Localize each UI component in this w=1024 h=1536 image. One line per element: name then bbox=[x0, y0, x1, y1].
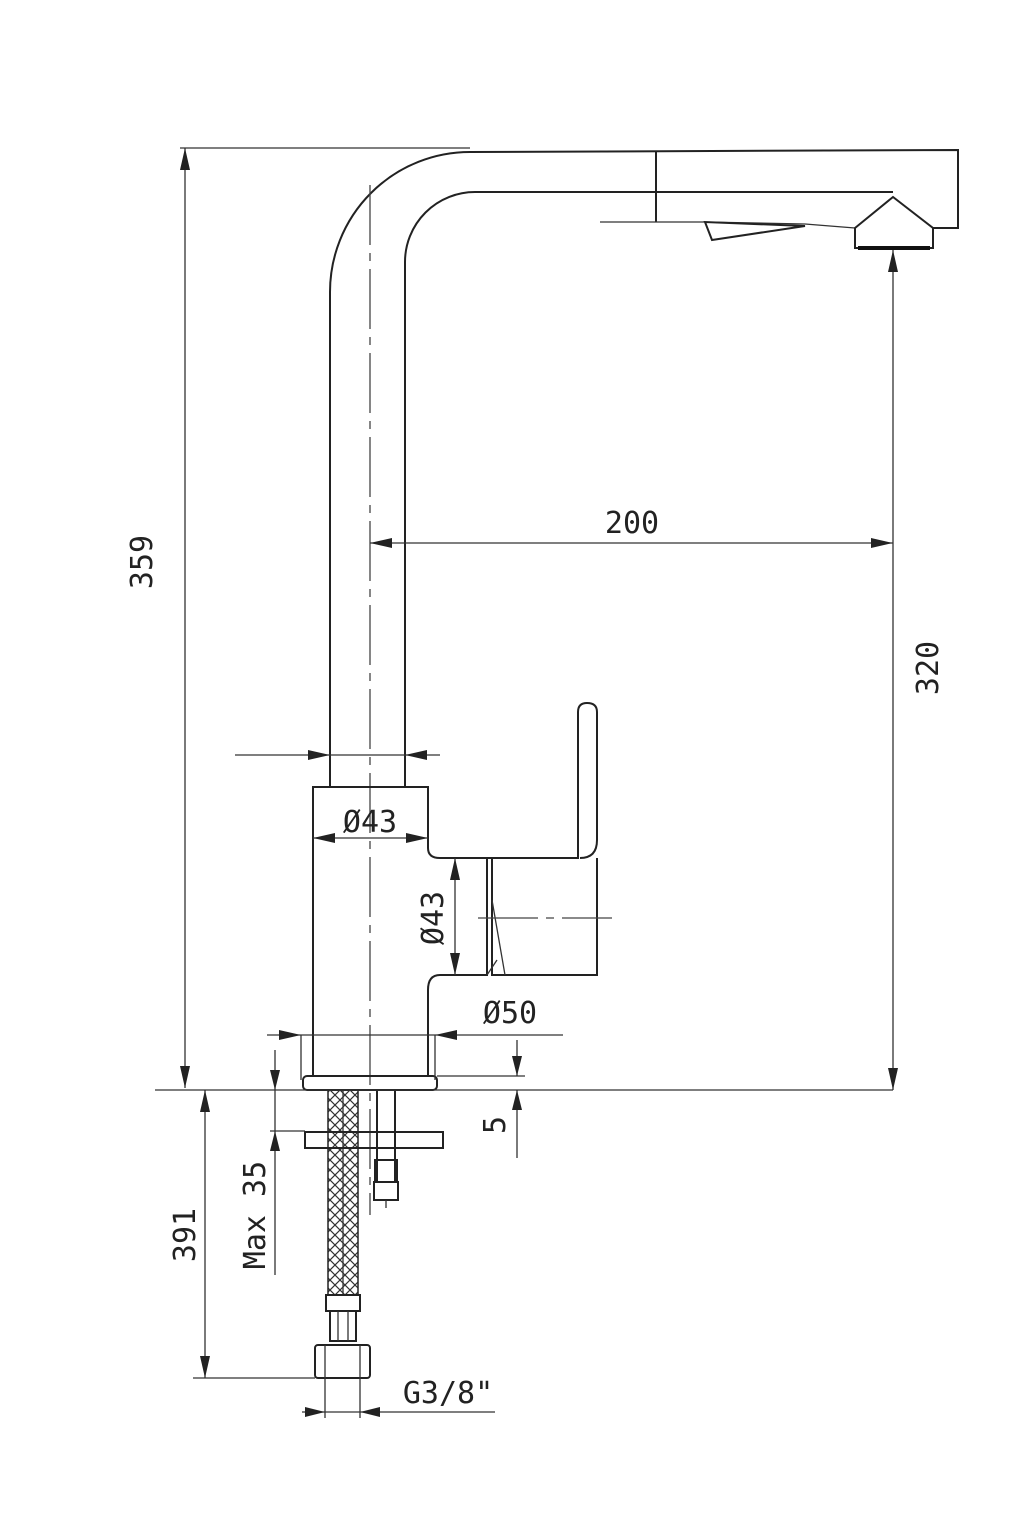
dimension-body-diameter: Ø43 bbox=[313, 805, 428, 843]
label-body-diameter: Ø43 bbox=[343, 805, 397, 840]
flexible-hose bbox=[314, 1089, 371, 1379]
faucet-body bbox=[312, 755, 488, 1076]
label-max-counter-thickness: Max 35 bbox=[238, 1161, 273, 1269]
dimension-base-thickness: 5 bbox=[437, 1040, 525, 1158]
dimension-overall-height: 359 bbox=[125, 147, 470, 1088]
label-connection-thread: G3/8" bbox=[403, 1376, 493, 1411]
dimension-column-diameter bbox=[235, 750, 440, 760]
dimension-base-diameter: Ø50 bbox=[267, 996, 563, 1080]
dimension-max-counter-thickness: Max 35 bbox=[238, 1050, 305, 1275]
dimension-spout-height: 320 bbox=[888, 250, 946, 1090]
aerator bbox=[854, 195, 934, 250]
label-hose-length: 391 bbox=[168, 1208, 203, 1262]
label-base-thickness: 5 bbox=[478, 1116, 513, 1134]
label-spout-reach: 200 bbox=[605, 506, 659, 541]
dimension-hose-length: 391 bbox=[168, 1090, 315, 1379]
dimension-connection-thread: G3/8" bbox=[302, 1376, 495, 1418]
label-handle-diameter: Ø43 bbox=[416, 891, 451, 945]
handle bbox=[478, 701, 612, 976]
dimension-spout-reach: 200 bbox=[370, 506, 893, 548]
label-overall-height: 359 bbox=[125, 535, 160, 589]
label-base-diameter: Ø50 bbox=[483, 996, 537, 1031]
fixing-washer bbox=[304, 1131, 444, 1149]
label-spout-height: 320 bbox=[911, 641, 946, 695]
dimension-handle-diameter: Ø43 bbox=[416, 858, 460, 975]
spout bbox=[329, 148, 959, 755]
